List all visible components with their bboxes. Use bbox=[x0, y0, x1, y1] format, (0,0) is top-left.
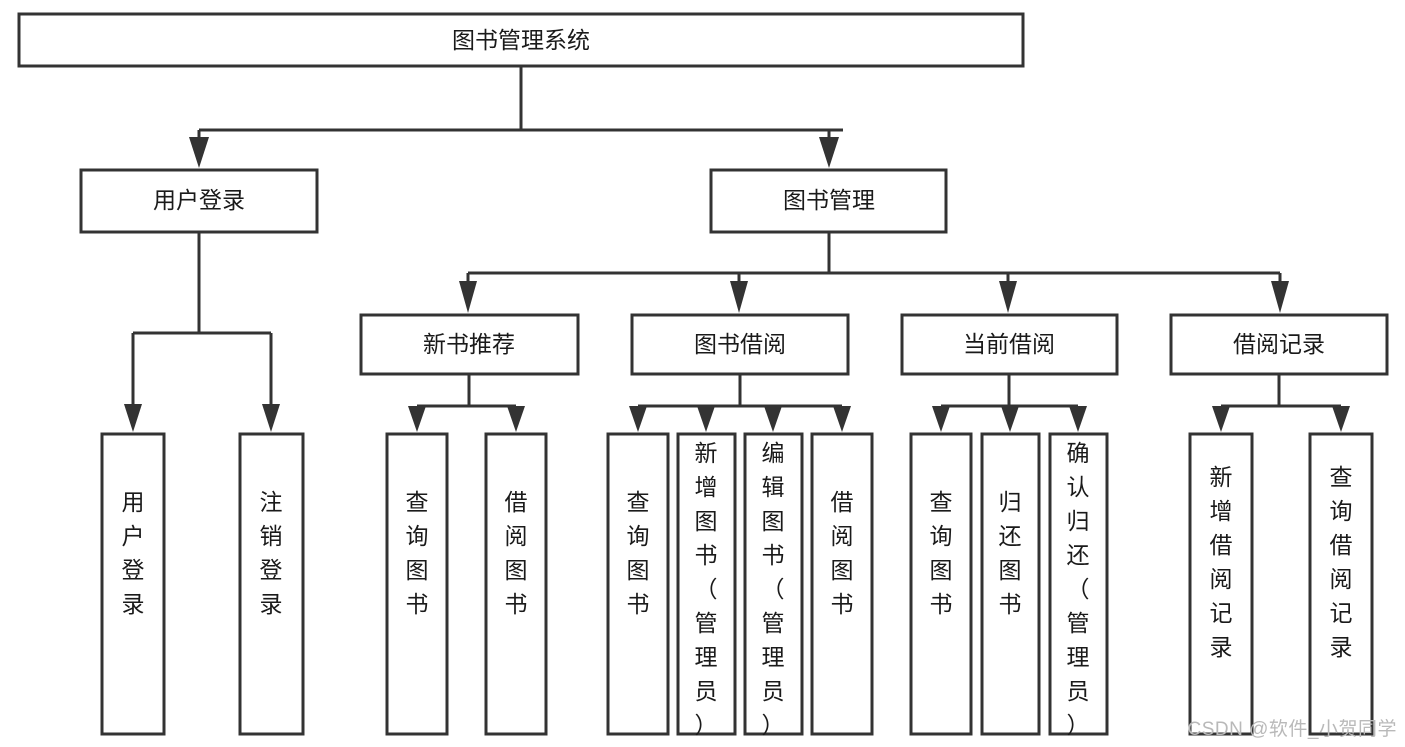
leaf-box[interactable] bbox=[676, 432, 737, 736]
node-level2-user-login-label: 用户登录 bbox=[153, 187, 245, 213]
arrowhead-icon bbox=[833, 406, 851, 432]
arrowhead-icon bbox=[124, 404, 142, 432]
leaf-box[interactable] bbox=[909, 432, 973, 736]
leaf-node-borrowrecord-add-record[interactable]: 新增借阅记录 bbox=[1188, 432, 1254, 736]
leaf-box[interactable] bbox=[743, 432, 804, 736]
arrowhead-icon bbox=[999, 281, 1017, 313]
node-root-label: 图书管理系统 bbox=[452, 27, 590, 53]
leaf-box[interactable] bbox=[1188, 432, 1254, 736]
node-level2-user-login-box[interactable] bbox=[79, 168, 319, 234]
leaf-box[interactable] bbox=[238, 432, 305, 736]
leaf-label: 查询图书 bbox=[406, 489, 429, 617]
leaf-box[interactable] bbox=[810, 432, 874, 736]
arrowhead-icon bbox=[629, 406, 647, 432]
node-level3-book-borrow-label: 图书借阅 bbox=[694, 331, 786, 357]
leaf-label: 确认归还（管理员） bbox=[1067, 440, 1090, 738]
node-level3-new-book-recommend-label: 新书推荐 bbox=[423, 331, 515, 357]
leaf-box[interactable] bbox=[980, 432, 1041, 736]
leaf-node-currentborrow-return-book[interactable]: 归还图书 bbox=[980, 432, 1041, 736]
arrowhead-icon bbox=[697, 406, 715, 432]
leaf-node-user-login-logout[interactable]: 注销登录 bbox=[238, 432, 305, 736]
leaf-box[interactable] bbox=[385, 432, 449, 736]
node-level3-borrow-record-box[interactable] bbox=[1169, 313, 1389, 376]
node-level3-current-borrow[interactable]: 当前借阅 bbox=[900, 313, 1119, 376]
leaf-node-currentborrow-confirm-return[interactable]: 确认归还（管理员） bbox=[1048, 432, 1109, 738]
leaf-label: 查询图书 bbox=[627, 489, 650, 617]
leaf-box[interactable] bbox=[484, 432, 548, 736]
node-level3-current-borrow-label: 当前借阅 bbox=[963, 331, 1055, 357]
leaf-label: 查询图书 bbox=[930, 489, 953, 617]
leaf-node-bookborrow-borrow-book[interactable]: 借阅图书 bbox=[810, 432, 874, 736]
leaf-node-borrowrecord-query-record[interactable]: 查询借阅记录 bbox=[1308, 432, 1374, 736]
node-level3-book-borrow-box[interactable] bbox=[630, 313, 850, 376]
node-level3-borrow-record-label: 借阅记录 bbox=[1233, 331, 1325, 357]
leaf-node-newbook-borrow-book[interactable]: 借阅图书 bbox=[484, 432, 548, 736]
node-level2-user-login[interactable]: 用户登录 bbox=[79, 168, 319, 234]
node-level2-book-manage-label: 图书管理 bbox=[783, 187, 875, 213]
csdn-watermark: CSDN @软件_小贺同学 bbox=[1187, 719, 1397, 740]
leaf-label: 查询借阅记录 bbox=[1330, 464, 1353, 660]
node-root[interactable]: 图书管理系统 bbox=[17, 12, 1025, 68]
leaf-label: 用户登录 bbox=[122, 489, 145, 617]
arrowhead-icon bbox=[764, 406, 782, 432]
leaf-box[interactable] bbox=[1048, 432, 1109, 736]
leaf-node-bookborrow-query-book[interactable]: 查询图书 bbox=[606, 432, 670, 736]
node-level3-book-borrow[interactable]: 图书借阅 bbox=[630, 313, 850, 376]
arrowhead-icon bbox=[507, 406, 525, 432]
node-level3-borrow-record[interactable]: 借阅记录 bbox=[1169, 313, 1389, 376]
leaf-label: 编辑图书（管理员） bbox=[762, 440, 785, 738]
leaf-node-newbook-query-book[interactable]: 查询图书 bbox=[385, 432, 449, 736]
leaf-box[interactable] bbox=[1308, 432, 1374, 736]
leaf-label: 借阅图书 bbox=[831, 489, 854, 617]
leaf-node-user-login-login[interactable]: 用户登录 bbox=[100, 432, 166, 736]
node-level3-current-borrow-box[interactable] bbox=[900, 313, 1119, 376]
arrowhead-icon bbox=[1332, 406, 1350, 432]
node-level2-book-manage-box[interactable] bbox=[709, 168, 948, 234]
leaf-node-currentborrow-query-book[interactable]: 查询图书 bbox=[909, 432, 973, 736]
arrowhead-icon bbox=[1069, 406, 1087, 432]
arrowhead-icon bbox=[1001, 406, 1019, 432]
arrowhead-icon bbox=[189, 137, 209, 168]
leaf-label: 新增借阅记录 bbox=[1210, 464, 1233, 660]
arrowhead-icon bbox=[459, 281, 477, 313]
arrowhead-icon bbox=[730, 281, 748, 313]
node-level3-new-book-recommend[interactable]: 新书推荐 bbox=[359, 313, 580, 376]
arrowhead-layer bbox=[124, 137, 1350, 432]
leaf-box[interactable] bbox=[100, 432, 166, 736]
arrowhead-icon bbox=[932, 406, 950, 432]
node-level2-book-manage[interactable]: 图书管理 bbox=[709, 168, 948, 234]
node-root-box[interactable] bbox=[17, 12, 1025, 68]
leaf-label: 注销登录 bbox=[260, 489, 283, 617]
leaf-box[interactable] bbox=[606, 432, 670, 736]
leaf-label: 归还图书 bbox=[999, 489, 1022, 617]
arrowhead-icon bbox=[262, 404, 280, 432]
leaf-node-bookborrow-edit-book[interactable]: 编辑图书（管理员） bbox=[743, 432, 804, 738]
arrowhead-icon bbox=[819, 137, 839, 168]
arrowhead-icon bbox=[408, 406, 426, 432]
leaf-label: 新增图书（管理员） bbox=[695, 440, 718, 738]
leaf-label: 借阅图书 bbox=[505, 489, 528, 617]
node-level3-new-book-recommend-box[interactable] bbox=[359, 313, 580, 376]
arrowhead-icon bbox=[1271, 281, 1289, 313]
arrowhead-icon bbox=[1212, 406, 1230, 432]
leaf-node-bookborrow-add-book[interactable]: 新增图书（管理员） bbox=[676, 432, 737, 738]
